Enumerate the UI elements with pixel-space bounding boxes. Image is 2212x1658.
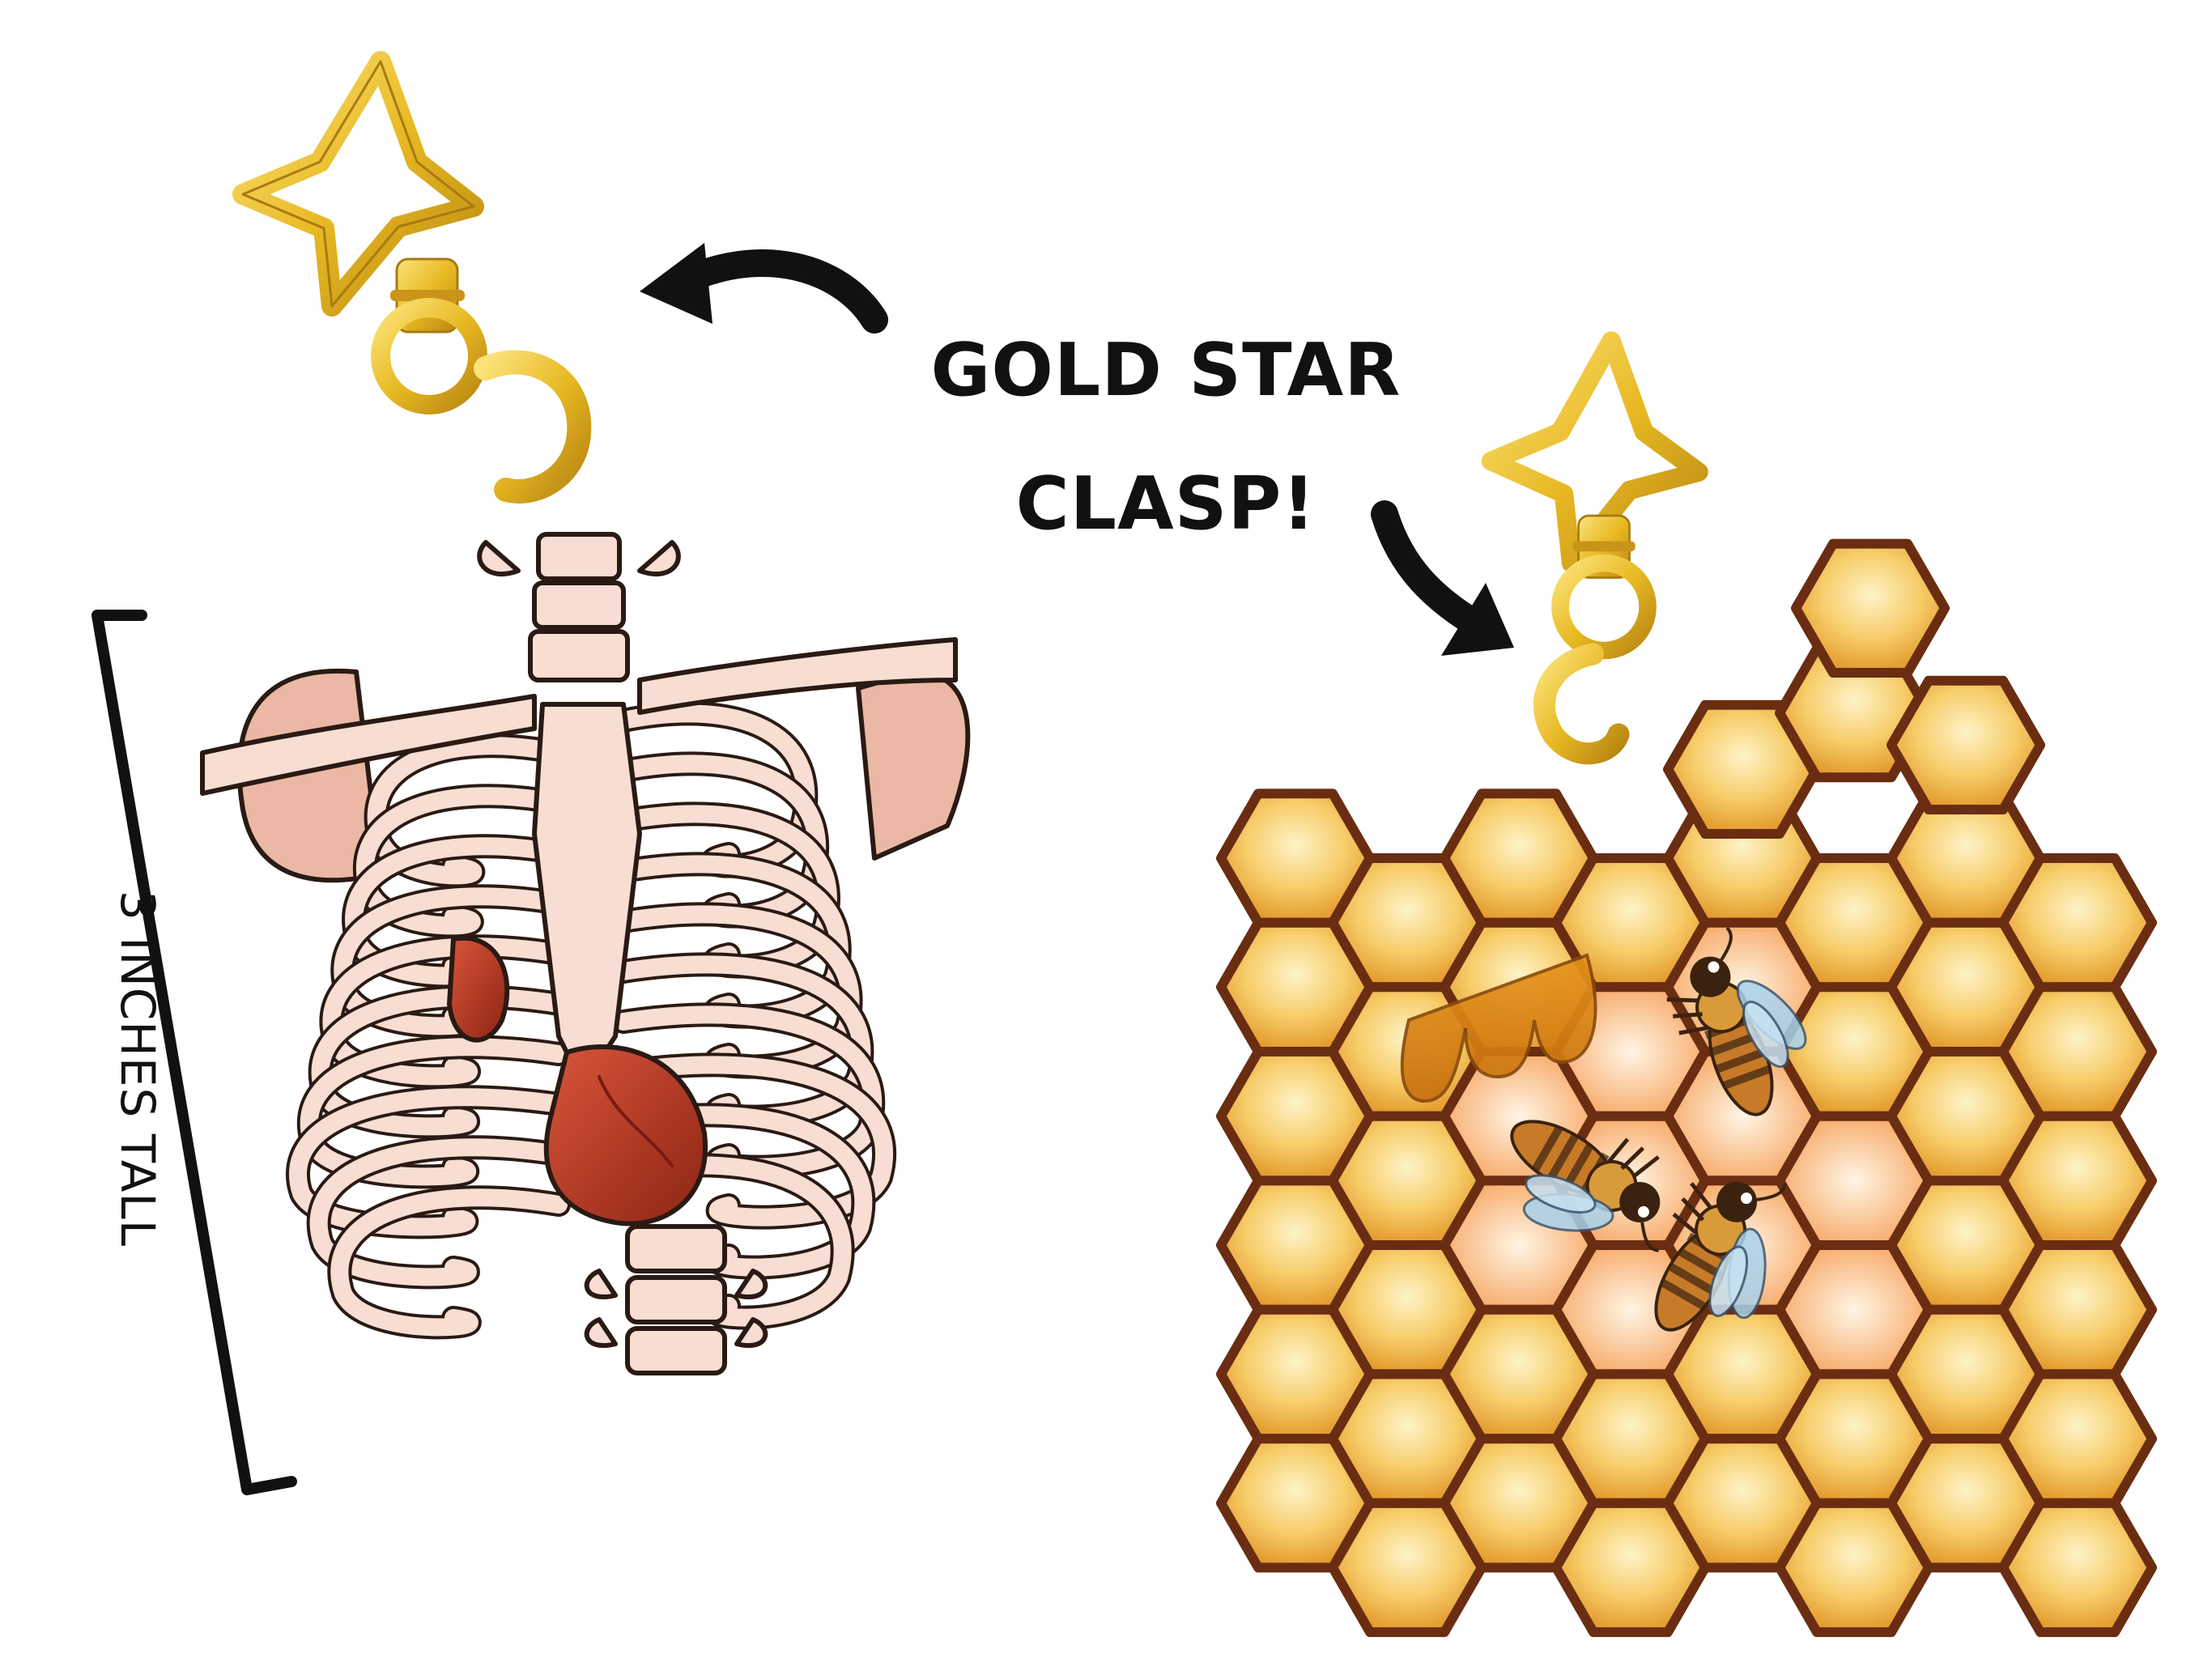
bee-3 [1654,1181,1787,1332]
spine-lower [584,1224,768,1375]
bee-leg [1666,997,1698,1003]
bee-leg [1678,1026,1708,1035]
bee-leg [1633,1155,1660,1178]
bee-stripe [1562,1143,1594,1190]
bee-leg [1681,1197,1705,1222]
honeycomb-cell [1791,538,1950,678]
bee-leg [1690,1182,1712,1209]
bee-2 [1666,926,1807,1116]
arrow-left-icon [640,243,888,334]
arrow-right-icon [1371,500,1514,656]
bee-eye [1637,1205,1649,1218]
rib-right-fill [615,1106,873,1277]
left-clavicle [200,694,537,796]
bee-antenna [1720,926,1733,961]
bee-stripe [1716,1048,1765,1073]
honeycomb-cell [1998,1111,2157,1250]
size-label: 3 INCHES TALL [110,890,165,1248]
honeycomb-cell [1998,982,2157,1121]
bee-leg [1672,1212,1697,1235]
honeycomb-cell [1998,1498,2157,1638]
split-ring [1533,643,1630,765]
clasp-ring [371,298,487,414]
bee-antenna [1640,1222,1659,1252]
gold-star-clasp-right [1481,331,1708,765]
honeycomb-cell [1998,1240,2157,1380]
bee-wing [1525,1174,1597,1214]
bees [1510,926,1807,1332]
bee-stripe [1669,1263,1716,1295]
bee-stripe [1660,1278,1707,1311]
gold-star-clasp-left [232,51,592,504]
bee-head [1690,956,1731,997]
heart [543,1044,708,1226]
rib-right-fill [615,1056,894,1226]
honeycomb-cell [1998,1369,2157,1508]
ribs [285,701,897,1340]
callout-line-1: GOLD STAR [930,328,1402,413]
bee-1 [1510,1120,1661,1252]
clasp-ring [1551,554,1657,660]
bee-stripe [1710,1031,1759,1056]
honeycomb-keychain [1216,538,2157,1638]
honey-drip [1400,953,1597,1103]
bee-head [1716,1181,1757,1222]
bee-eye [1708,961,1720,973]
bee-leg [1607,1137,1630,1163]
rib-right-fill [615,1156,852,1327]
spine-upper [477,532,681,682]
measurement-bracket [91,610,297,1495]
split-ring [474,350,592,504]
bee-stripe [1722,1065,1772,1090]
rib-left-fill [309,1138,568,1286]
honeycomb-cells [1216,538,2157,1638]
bee-eye [1740,1192,1752,1205]
bee-stripe [1531,1125,1563,1172]
callout-line-2: CLASP! [1015,461,1317,546]
ribcage-keychain [200,532,971,1375]
bee-stripe [1678,1248,1725,1280]
bee-wing [1708,1245,1749,1317]
honeycomb-cell [1998,853,2157,993]
star-icon [1481,331,1708,573]
bee-leg [1673,1012,1703,1018]
rib-left-fill [288,1088,568,1236]
bee-leg [1620,1146,1645,1171]
bee-head [1619,1182,1661,1222]
rib-left-fill [330,1188,568,1337]
bee-stripe [1546,1134,1579,1181]
bee-wing [1742,1001,1789,1069]
right-clavicle [637,637,958,715]
honeycomb-cell [1887,675,2045,814]
clasp-callout: GOLD STAR CLASP! [891,304,1441,571]
bee-antenna [1756,1183,1787,1201]
